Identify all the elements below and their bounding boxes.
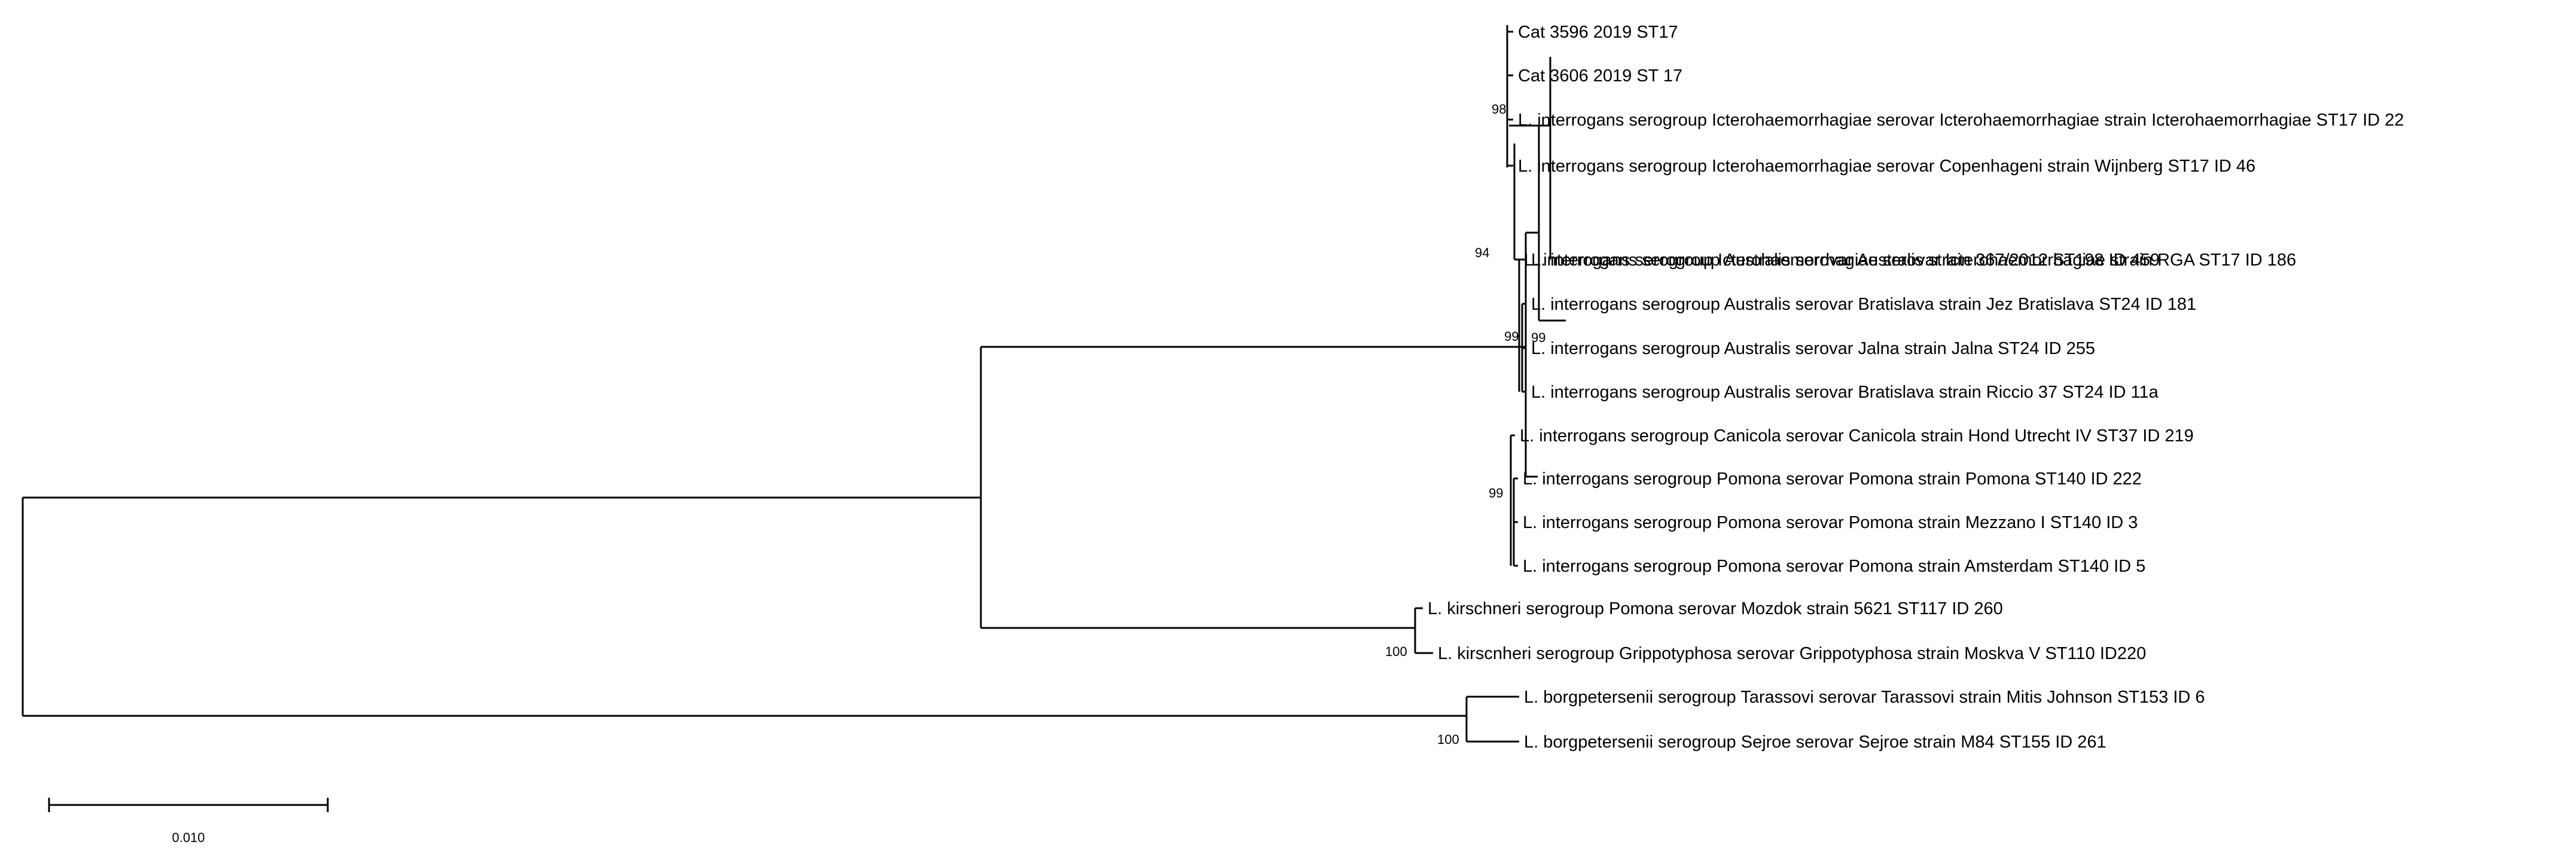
taxon-label: L. interrogans serogroup Icterohaemorrha… [1518,157,2255,176]
tree-branches [22,25,1566,743]
taxon-label: L. interrogans serogroup Icterohaemorrha… [1524,251,2296,270]
taxon-label: L. interrogans serogroup Icterohaemorrha… [1518,111,2404,130]
bootstrap-values: 98 94 99 99 99 100 100 [1385,102,1545,747]
taxon-label: L. borgpetersenii serogroup Sejroe serov… [1524,733,2106,752]
taxon-label: L. interrogans serogroup Canicola serova… [1520,426,2194,446]
bootstrap-value: 99 [1504,329,1519,344]
taxon-label: L. kirschneri serogroup Pomona serovar M… [1428,599,2003,618]
taxon-label: L. interrogans serogroup Pomona serovar … [1523,513,2138,532]
taxon-label: Cat 3596 2019 ST17 [1518,23,1678,42]
taxon-label: L. interrogans serogroup Pomona serovar … [1523,469,2142,489]
bootstrap-value: 99 [1489,486,1503,501]
taxon-label: L. interrogans serogroup Australis serov… [1531,251,2160,270]
taxon-label: L. interrogans serogroup Australis serov… [1531,339,2095,358]
taxon-label: L. interrogans serogroup Australis serov… [1531,383,2159,402]
taxon-label: Cat 3606 2019 ST 17 [1518,66,1682,86]
bootstrap-value: 100 [1437,732,1459,747]
scale-bar: 0.010 [48,798,329,845]
taxon-label: L. interrogans serogroup Pomona serovar … [1523,557,2145,576]
bootstrap-value: 94 [1475,245,1489,260]
bootstrap-value: 99 [1531,330,1545,345]
taxon-label: L. kirscnheri serogroup Grippotyphosa se… [1438,644,2146,663]
taxon-labels: Cat 3596 2019 ST17 Cat 3606 2019 ST 17 L… [1428,23,2404,752]
taxon-label: L. interrogans serogroup Australis serov… [1531,295,2196,314]
bootstrap-value: 100 [1385,644,1407,659]
scale-bar-label: 0.010 [172,830,205,845]
taxon-label: L. borgpetersenii serogroup Tarassovi se… [1524,688,2205,707]
bootstrap-value: 98 [1492,102,1506,117]
